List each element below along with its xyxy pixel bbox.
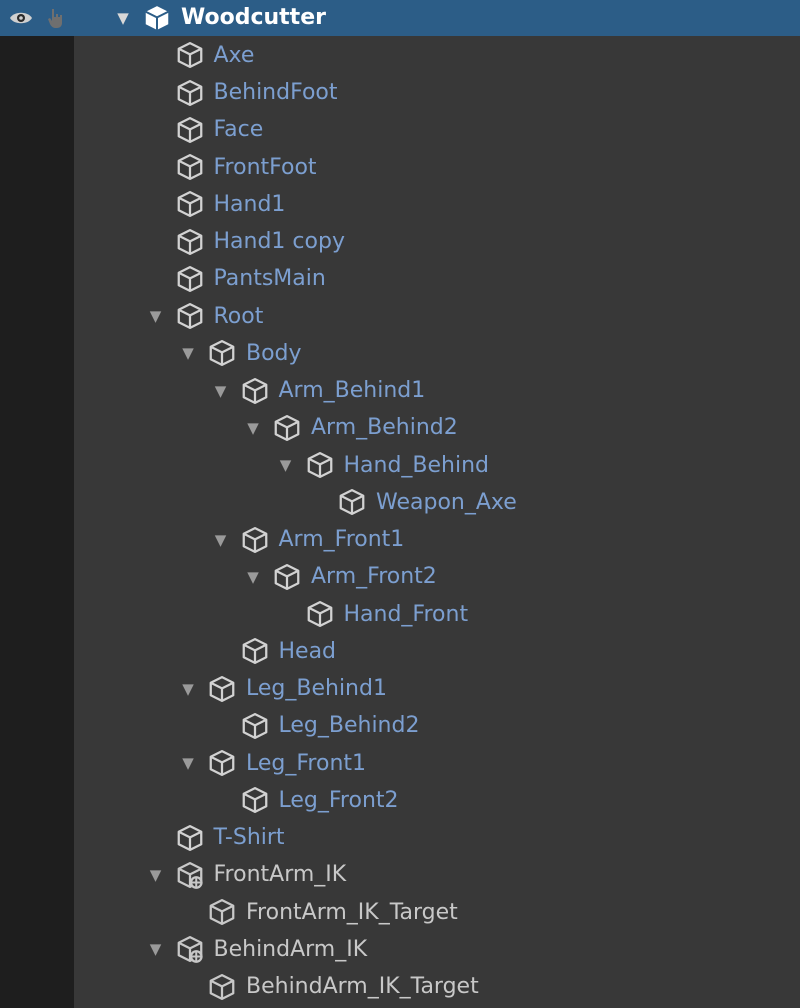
- gameobject-icon: [239, 784, 271, 816]
- hierarchy-row-label: Root: [213, 303, 264, 329]
- hierarchy-row-label: Hand1 copy: [213, 229, 345, 254]
- visibility-gutter: [0, 0, 74, 1008]
- gameobject-icon: [174, 263, 206, 295]
- hierarchy-row[interactable]: ▼ Arm_Front2: [0, 559, 800, 596]
- hierarchy-row-label: Woodcutter: [181, 5, 326, 30]
- gameobject-icon: [304, 598, 336, 630]
- hierarchy-row-label: Hand_Front: [343, 601, 469, 627]
- hierarchy-row[interactable]: Leg_Front2: [0, 782, 800, 819]
- hierarchy-row[interactable]: T-Shirt: [0, 820, 800, 857]
- gameobject-icon: [174, 300, 206, 332]
- expand-arrow-icon[interactable]: ▼: [247, 567, 259, 586]
- hierarchy-row[interactable]: ▼ Root: [0, 298, 800, 335]
- hierarchy-row-label: Arm_Behind2: [311, 415, 458, 441]
- gameobject-icon: [174, 114, 206, 146]
- expand-arrow-icon[interactable]: ▼: [182, 679, 194, 698]
- gameobject-icon: [206, 747, 238, 779]
- gameobject-icon: [206, 971, 238, 1003]
- hierarchy-row-label: Hand_Behind: [343, 452, 490, 478]
- hierarchy-row[interactable]: PantsMain: [0, 261, 800, 298]
- hierarchy-row-label: Arm_Front1: [278, 527, 405, 552]
- gameobject-icon: [174, 188, 206, 220]
- eye-icon[interactable]: [8, 6, 34, 30]
- hierarchy-row[interactable]: Leg_Behind2: [0, 708, 800, 745]
- hierarchy-row[interactable]: ▼ Arm_Behind1: [0, 373, 800, 410]
- expand-arrow-icon[interactable]: ▼: [214, 381, 227, 400]
- expand-arrow-icon[interactable]: ▼: [182, 754, 194, 772]
- gameobject-icon: [336, 486, 368, 518]
- hierarchy-row[interactable]: ▼ Arm_Behind2: [0, 410, 800, 447]
- hierarchy-row-label: BehindArm_IK_Target: [246, 974, 479, 999]
- hierarchy-row[interactable]: ▼ BehindArm_IK: [0, 931, 800, 968]
- gameobject-icon: [174, 77, 206, 109]
- hierarchy-row-label: Axe: [213, 42, 255, 68]
- hierarchy-row[interactable]: Hand1: [0, 186, 800, 223]
- expand-arrow-icon[interactable]: ▼: [117, 9, 129, 27]
- ik-solver-icon: [174, 933, 206, 965]
- hierarchy-row[interactable]: FrontFoot: [0, 149, 800, 186]
- gameobject-icon: [239, 635, 271, 667]
- hierarchy-row[interactable]: ▼ FrontArm_IK: [0, 857, 800, 894]
- hierarchy-row-label: Weapon_Axe: [376, 489, 517, 515]
- hierarchy-row-label: BehindFoot: [213, 80, 338, 105]
- gameobject-icon: [304, 449, 336, 481]
- hierarchy-row[interactable]: Face: [0, 112, 800, 149]
- expand-arrow-icon[interactable]: ▼: [214, 530, 227, 549]
- hierarchy-row-label: FrontArm_IK: [213, 862, 347, 888]
- gameobject-icon: [206, 673, 238, 705]
- hierarchy-row[interactable]: BehindFoot: [0, 75, 800, 112]
- hierarchy-row[interactable]: Weapon_Axe: [0, 484, 800, 521]
- expand-arrow-icon[interactable]: ▼: [182, 344, 194, 363]
- hierarchy-row[interactable]: FrontArm_IK_Target: [0, 894, 800, 931]
- hierarchy-row[interactable]: Hand_Front: [0, 596, 800, 633]
- hierarchy-row[interactable]: Axe: [0, 37, 800, 74]
- hierarchy-row[interactable]: ▼ Body: [0, 335, 800, 372]
- gameobject-icon: [174, 151, 206, 183]
- hierarchy-row-label: BehindArm_IK: [213, 936, 368, 962]
- hierarchy-row[interactable]: ▼ Leg_Behind1: [0, 671, 800, 708]
- hierarchy-row[interactable]: ▼ Arm_Front1: [0, 522, 800, 559]
- hierarchy-row-label: PantsMain: [213, 266, 326, 292]
- expand-arrow-icon[interactable]: ▼: [149, 307, 162, 325]
- gameobject-icon: [206, 896, 238, 928]
- hierarchy-row-label: Leg_Front1: [246, 750, 367, 776]
- hierarchy-row-label: Face: [213, 117, 264, 143]
- gameobject-icon: [174, 822, 206, 854]
- hierarchy-row-selected[interactable]: ▼ Woodcutter: [0, 0, 800, 36]
- hierarchy-row-label: FrontFoot: [213, 154, 317, 180]
- gameobject-icon: [271, 412, 303, 444]
- hierarchy-row[interactable]: Hand1 copy: [0, 224, 800, 261]
- gameobject-icon: [239, 710, 271, 742]
- gameobject-icon: [239, 524, 271, 556]
- gameobject-icon: [206, 337, 238, 369]
- gameobject-icon: [174, 226, 206, 258]
- hierarchy-row[interactable]: ▼ Hand_Behind: [0, 447, 800, 484]
- hierarchy-row-label: Body: [246, 340, 302, 366]
- gameobject-icon: [239, 375, 271, 407]
- hand-pointer-icon[interactable]: [44, 6, 68, 30]
- hierarchy-row-label: Leg_Behind1: [246, 676, 387, 701]
- hierarchy-row-label: FrontArm_IK_Target: [246, 899, 458, 925]
- hierarchy-row[interactable]: BehindArm_IK_Target: [0, 969, 800, 1006]
- expand-arrow-icon[interactable]: ▼: [149, 865, 162, 884]
- hierarchy-row[interactable]: Head: [0, 633, 800, 670]
- expand-arrow-icon[interactable]: ▼: [279, 456, 292, 474]
- hierarchy-panel: [74, 0, 800, 1008]
- prefab-icon: [141, 2, 173, 34]
- hierarchy-row[interactable]: ▼ Leg_Front1: [0, 745, 800, 782]
- expand-arrow-icon[interactable]: ▼: [149, 940, 162, 959]
- hierarchy-row-label: Hand1: [213, 191, 286, 217]
- expand-arrow-icon[interactable]: ▼: [247, 418, 259, 437]
- hierarchy-row-label: Arm_Front2: [311, 564, 437, 590]
- hierarchy-row-label: T-Shirt: [213, 825, 285, 850]
- hierarchy-row-label: Arm_Behind1: [278, 378, 426, 403]
- ik-solver-icon: [174, 859, 206, 891]
- gameobject-icon: [174, 39, 206, 71]
- gameobject-icon: [271, 561, 303, 593]
- hierarchy-row-label: Head: [278, 638, 337, 664]
- hierarchy-row-label: Leg_Front2: [278, 787, 399, 813]
- hierarchy-row-label: Leg_Behind2: [278, 713, 420, 739]
